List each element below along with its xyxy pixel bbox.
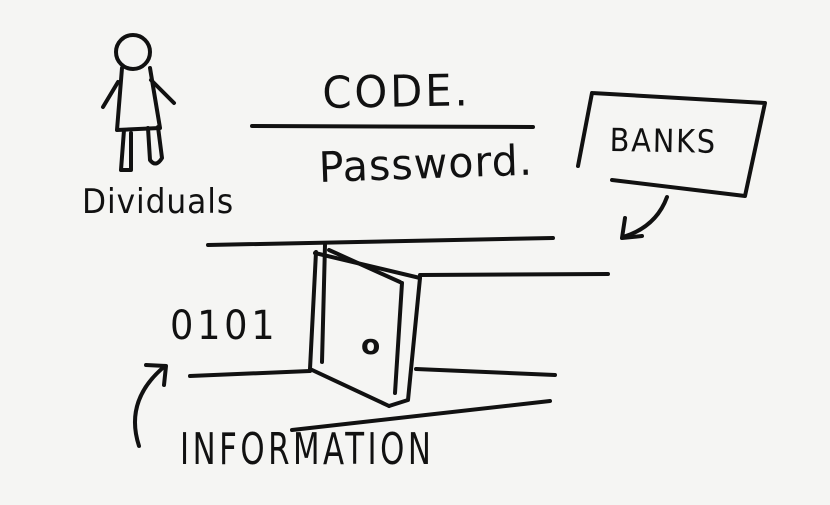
dividuals-label: Dividuals — [82, 182, 235, 222]
code-underline — [250, 124, 535, 129]
person-stick-figure-icon — [101, 33, 176, 172]
banks-box — [576, 91, 767, 198]
banks-label: BANKS — [609, 121, 718, 161]
door-icon — [308, 243, 422, 408]
binary-label: 0101 — [170, 303, 279, 349]
corridor-line-left — [188, 369, 312, 378]
door-knob-mark: o — [361, 328, 381, 361]
corridor-line-mid-right — [414, 367, 557, 377]
curved-arrow-down-left-icon — [620, 195, 669, 240]
information-label: INFORMATION — [180, 424, 435, 475]
corridor-line-bottom — [290, 399, 552, 432]
password-label: Password. — [317, 135, 534, 192]
curved-arrow-up-icon — [133, 363, 168, 448]
password-underline — [206, 236, 555, 247]
code-label: CODE. — [321, 65, 471, 119]
corridor-line-upper-right — [418, 272, 610, 277]
